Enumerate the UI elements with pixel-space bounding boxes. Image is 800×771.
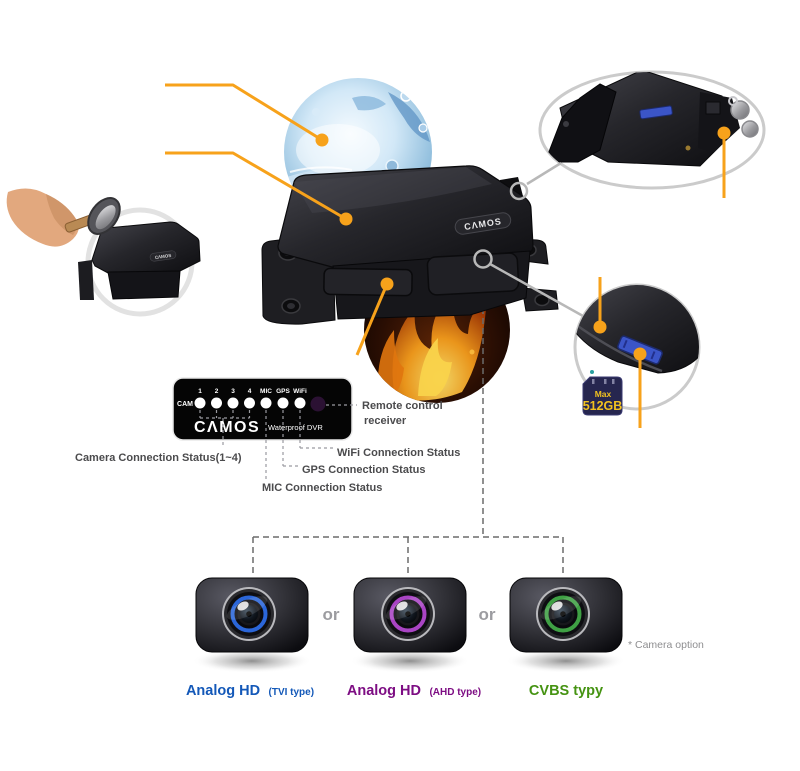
camera-cvbs (506, 577, 626, 673)
camera-label-ahd-name: Analog HD (347, 683, 421, 699)
panel-logo: CΛMOS (194, 419, 260, 436)
sd-capacity-label: 512GB (583, 399, 623, 413)
dvr-device: CΛMOS (261, 165, 559, 325)
led-callout-dashes (199, 404, 357, 479)
port-label-1: 1 (198, 388, 202, 395)
camera-label-tvi-type: (TVI type) (269, 687, 315, 698)
led-panel: CAM 1 2 3 4 MIC GPS WiFi CΛMOS Waterproo… (172, 377, 353, 441)
sd-slot-small (639, 105, 673, 120)
mini-device-badge-text: CΛMOS (155, 253, 172, 260)
mini-device-badge: CΛMOS (149, 250, 177, 262)
callout-dot-lock (717, 126, 731, 140)
port-label-3: 3 (231, 388, 235, 395)
led-gps (277, 397, 289, 409)
led-cam2 (211, 397, 222, 409)
led-callout-labels: Remote control receiver WiFi Connection … (75, 400, 460, 494)
marker-ring-sd (473, 249, 493, 269)
port-label-4: 4 (248, 388, 252, 395)
remote-callout-line2: receiver (364, 415, 407, 427)
callout-dot-water (315, 133, 329, 147)
front-cover-right (426, 252, 520, 296)
led-cam4 (244, 397, 255, 409)
port-label-wifi: WiFi (293, 388, 307, 395)
device-badge: CΛMOS (454, 212, 512, 235)
port-label-mic: MIC (260, 388, 272, 395)
camera-option-note: * Camera option (628, 639, 704, 651)
callout-dot-front (380, 277, 394, 291)
camera-label-ahd: Analog HD (AHD type) (347, 682, 481, 699)
camera-status-callout: Camera Connection Status(1~4) (75, 452, 242, 464)
port-label-2: 2 (215, 388, 219, 395)
callout-dot-edge (593, 320, 607, 334)
mic-callout: MIC Connection Status (262, 482, 382, 494)
camera-connector-dashes (252, 268, 564, 576)
remote-callout-line1: Remote control (362, 400, 443, 412)
camera-label-cvbs: CVBS typy (529, 683, 603, 699)
led-cam3 (227, 397, 239, 409)
front-cover-left (323, 267, 413, 297)
callout-dot-sd (633, 347, 647, 361)
lock-key (741, 120, 759, 138)
or-label-1: or (323, 605, 340, 624)
connector-zoom-view (538, 70, 766, 190)
camera-label-tvi-name: Analog HD (186, 683, 260, 699)
zoom-markers (473, 161, 584, 318)
open-cover-flap (544, 83, 617, 163)
led-cam1 (194, 397, 206, 409)
led-mic (260, 397, 272, 409)
wifi-callout: WiFi Connection Status (337, 447, 460, 459)
or-label-2: or (479, 605, 496, 624)
camera-label-cvbs-name: CVBS typy (529, 683, 603, 699)
sd-card-icon: Max 512GB (582, 376, 623, 416)
orange-callouts (165, 83, 731, 428)
camera-label-ahd-type: (AHD type) (429, 687, 481, 698)
lock-key (730, 100, 750, 120)
led-wifi (294, 397, 306, 409)
hammer-head (87, 197, 121, 235)
callout-dot-lid (339, 212, 353, 226)
panel-logo-sub: Waterproof DVR (268, 423, 323, 432)
cam-label: CAM (177, 401, 193, 408)
marker-ring-connector (509, 181, 529, 201)
camera-ahd (350, 577, 470, 673)
sd-max-label: Max (595, 389, 612, 399)
port-label-gps: GPS (276, 388, 290, 395)
gps-callout: GPS Connection Status (302, 464, 425, 476)
camera-tvi (192, 577, 312, 673)
camera-label-tvi: Analog HD (TVI type) (186, 682, 314, 699)
hammer-test-image: CΛMOS (6, 188, 201, 317)
remote-receiver-window (310, 396, 326, 412)
